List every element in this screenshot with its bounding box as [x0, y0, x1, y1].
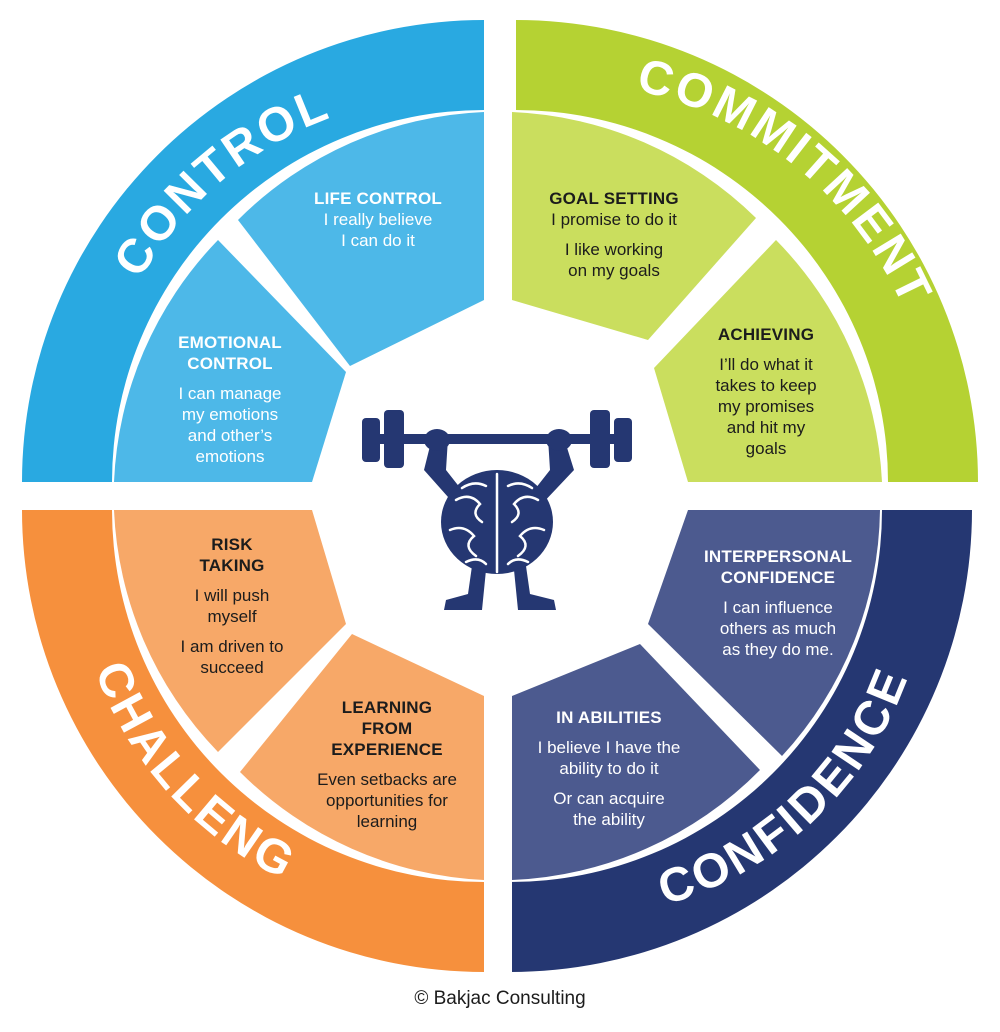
segment-line: the ability	[573, 810, 645, 829]
segment-interpersonal	[648, 510, 880, 756]
segment-title-emotional-control: EMOTIONAL	[178, 333, 282, 352]
segment-line: and other’s	[187, 426, 273, 445]
ring-challenge	[22, 510, 484, 972]
segment-title-interpersonal: INTERPERSONAL	[703, 547, 853, 566]
segment-title-interpersonal: CONFIDENCE	[720, 568, 836, 587]
segment-line: on my goals	[568, 261, 660, 280]
segment-line: succeed	[200, 658, 264, 677]
segment-line: emotions	[195, 447, 265, 466]
ring-control	[22, 20, 484, 482]
segment-line: I really believe	[323, 210, 433, 229]
segment-line: takes to keep	[715, 376, 817, 395]
segment-text-learning: LEARNING FROM EXPERIENCE Even setbacks a…	[297, 697, 477, 832]
segment-title-risk-taking: TAKING	[199, 556, 265, 575]
segment-text-emotional-control: EMOTIONAL CONTROL I can manage my emotio…	[140, 332, 320, 467]
segment-line: myself	[207, 607, 257, 626]
segment-title-learning: FROM	[361, 719, 413, 738]
segment-line: I will push	[194, 586, 270, 605]
segment-line: I believe I have the	[537, 738, 681, 757]
segment-title-risk-taking: RISK	[211, 535, 253, 554]
segment-emotional-control	[114, 240, 346, 482]
segment-line: I can influence	[723, 598, 833, 617]
segment-line: Even setbacks are	[317, 770, 457, 789]
segment-learning	[240, 634, 484, 880]
segment-line: I am driven to	[180, 637, 284, 656]
segment-achieving	[654, 240, 882, 482]
segment-line: goals	[745, 439, 787, 458]
brain-weightlifter-icon	[362, 410, 632, 610]
segment-line: opportunities for	[326, 791, 448, 810]
segment-title-goal-setting: GOAL SETTING	[549, 189, 679, 208]
segment-line: ability to do it	[559, 759, 659, 778]
segment-line: I like working	[564, 240, 664, 259]
segment-line: Or can acquire	[553, 789, 665, 808]
segment-line: others as much	[719, 619, 837, 638]
segment-text-achieving: ACHIEVING I’ll do what it takes to keep …	[686, 324, 846, 459]
segment-title-life-control: LIFE CONTROL	[314, 189, 442, 208]
segment-title-achieving: ACHIEVING	[717, 325, 815, 344]
segment-text-risk-taking: RISK TAKING I will push myself I am driv…	[152, 534, 312, 678]
segment-in-abilities	[512, 644, 760, 880]
segment-risk-taking	[114, 510, 346, 752]
ring-commitment	[516, 20, 978, 482]
segment-line: I can manage	[178, 384, 282, 403]
copyright-text: © Bakjac Consulting	[414, 988, 586, 1009]
segment-text-interpersonal: INTERPERSONAL CONFIDENCE I can influence…	[680, 546, 876, 660]
segment-title-learning: LEARNING	[341, 698, 433, 717]
segment-line: and hit my	[726, 418, 806, 437]
segment-line: as they do me.	[722, 640, 834, 659]
segment-goal-setting	[512, 112, 756, 340]
segment-line: I promise to do it	[551, 210, 677, 229]
segment-title-in-abilities: IN ABILITIES	[556, 708, 662, 727]
ring-confidence	[510, 510, 972, 972]
segment-line: I can do it	[341, 231, 415, 250]
segment-text-goal-setting: GOAL SETTING I promise to do it I like w…	[514, 188, 714, 281]
segment-title-emotional-control: CONTROL	[187, 354, 273, 373]
segment-life-control	[238, 112, 484, 366]
segment-text-life-control: LIFE CONTROL I really believe I can do i…	[283, 188, 473, 251]
segment-text-in-abilities: IN ABILITIES I believe I have the abilit…	[514, 707, 704, 830]
segment-line: my promises	[717, 397, 815, 416]
segment-title-learning: EXPERIENCE	[331, 740, 443, 759]
segment-line: my emotions	[181, 405, 279, 424]
segment-line: I’ll do what it	[719, 355, 813, 374]
segment-line: learning	[356, 812, 418, 831]
